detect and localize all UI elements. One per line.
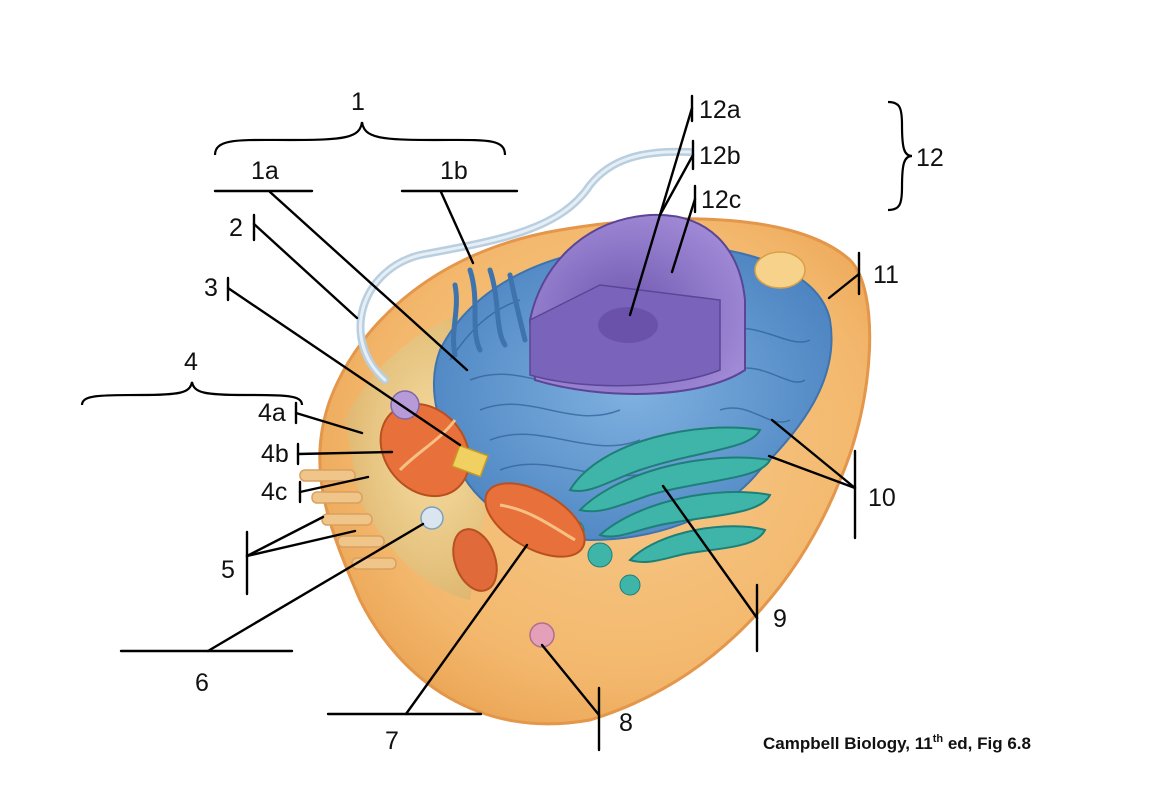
- label-5: 5: [221, 556, 235, 584]
- label-10: 10: [868, 484, 896, 512]
- label-1a: 1a: [251, 157, 279, 185]
- label-3: 3: [204, 274, 218, 302]
- leader-2: [254, 224, 357, 318]
- label-12b: 12b: [699, 142, 741, 170]
- cell-body: [300, 152, 870, 724]
- credit-text-end: ed, Fig 6.8: [943, 734, 1031, 753]
- label-4b: 4b: [261, 440, 289, 468]
- figure-credit: Campbell Biology, 11th ed, Fig 6.8: [763, 733, 1031, 753]
- vesicle: [755, 252, 805, 288]
- label-4a: 4a: [258, 399, 286, 427]
- peroxisome: [421, 507, 443, 529]
- label-4: 4: [184, 348, 198, 376]
- credit-superscript: th: [933, 733, 944, 745]
- nucleolus: [598, 307, 658, 343]
- label-9: 9: [773, 605, 787, 633]
- vesicle: [620, 575, 640, 595]
- leader-12b: [660, 155, 693, 215]
- vesicle: [588, 543, 612, 567]
- label-12a: 12a: [699, 96, 741, 124]
- brace-12: [888, 102, 912, 210]
- brace-1: [215, 122, 505, 155]
- label-2: 2: [229, 214, 243, 242]
- credit-text: Campbell Biology, 11: [763, 734, 933, 753]
- leader-5a: [247, 517, 323, 556]
- label-7: 7: [385, 727, 399, 755]
- label-12: 12: [916, 144, 944, 172]
- label-12c: 12c: [701, 186, 741, 214]
- label-4c: 4c: [261, 478, 287, 506]
- label-11: 11: [873, 261, 899, 289]
- label-1: 1: [351, 88, 365, 116]
- vacuole: [530, 623, 554, 647]
- label-8: 8: [619, 709, 633, 737]
- label-1b: 1b: [440, 157, 468, 185]
- label-6: 6: [195, 669, 209, 697]
